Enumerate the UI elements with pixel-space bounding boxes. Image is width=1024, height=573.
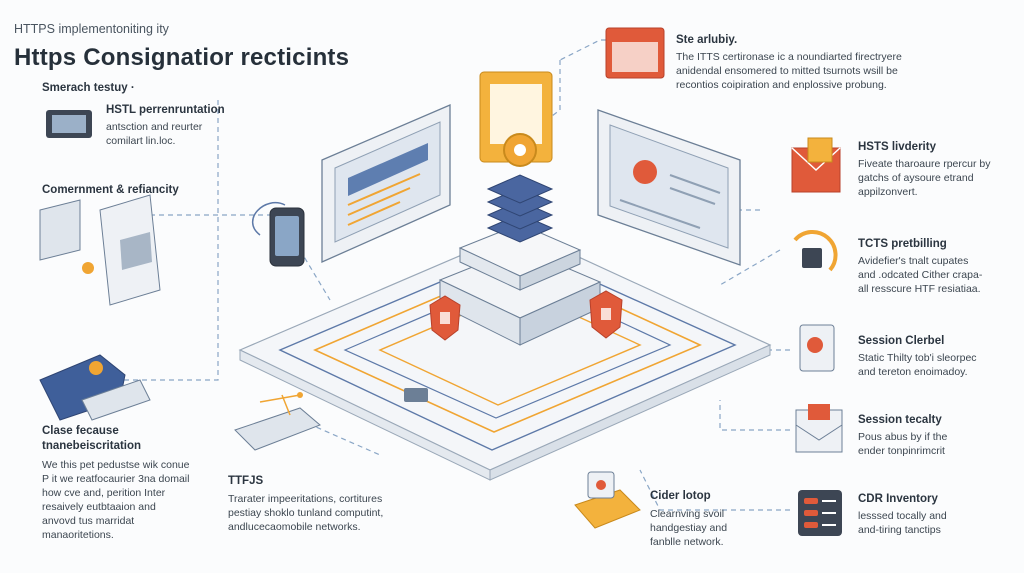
right-item-tcts: TCTS pretbilling Avidefier's tnalt cupat…: [858, 238, 983, 295]
clase-description: We this pet pedustse wik conue P it we r…: [42, 459, 190, 541]
clase-title: Clase fecause tnanebeiscritation: [42, 425, 142, 452]
shield-graphics: [429, 290, 623, 341]
platform-graphic: [238, 229, 772, 481]
padlock-graphic: [479, 71, 553, 167]
search-label: Smerach testuy ·: [42, 82, 135, 94]
ttfjs-description: Trarater impeeritations, cortitures pest…: [228, 493, 384, 533]
cider-title: Cider lotop: [650, 490, 711, 502]
left-icons: [39, 110, 161, 421]
right-monitor-graphic: [597, 109, 741, 266]
hstl-description: antsction and reurter comilart lin.loc.: [106, 121, 203, 147]
left-monitor-graphic: [321, 104, 451, 264]
page-title: Https Consignatior recticints: [14, 44, 350, 71]
right-item-session-clerbel: Session Clerbel Static Thilty tob'i sleo…: [858, 335, 977, 378]
comernment-title: Comernment & refiancity: [42, 184, 179, 196]
hstl-title: HSTL perrenruntation: [106, 104, 225, 116]
right-item-session-tecalty: Session tecalty Pous abus by if the ende…: [858, 414, 948, 457]
cider-description: Clearnving svoil handgestiay and fanblle…: [650, 508, 728, 548]
ttfjs-title: TTFJS: [228, 475, 264, 487]
right-item-hsts: HSTS livderity Fiveate tharoaure rpercur…: [858, 141, 991, 198]
top-right-title: Ste arlubiy.: [676, 34, 738, 46]
top-right-description: The ITTS certironase ic a noundiarted fi…: [676, 51, 902, 91]
right-item-cdr-inventory: CDR Inventory lesssed tocally and and-ti…: [858, 493, 947, 536]
page-kicker: HTTPS implementoniting ity: [14, 22, 169, 36]
browser-window-graphic: [605, 27, 665, 79]
bottom-devices: [234, 388, 641, 529]
phone-graphic: [252, 202, 305, 267]
right-icons: [791, 137, 843, 536]
